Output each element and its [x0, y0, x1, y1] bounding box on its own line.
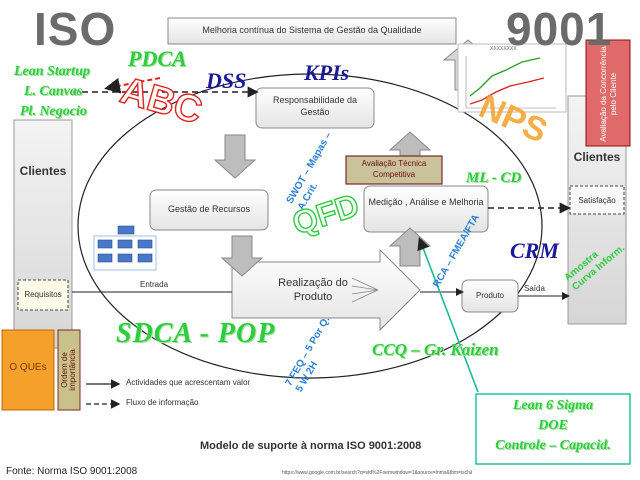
- o-ques-shape: [1, 329, 55, 411]
- iso-title-left: ISO: [34, 3, 117, 55]
- produto-label: Produto: [475, 291, 505, 300]
- lean6-line2: DOE: [538, 418, 568, 433]
- avaliacao-cliente-shape: [585, 39, 631, 147]
- source-footer: Fonte: Norma ISO 9001:2008: [6, 466, 138, 477]
- chart-thumbnail-title: XXXXXXXX: [490, 46, 517, 52]
- lean-startup-label: Lean Startup: [14, 64, 90, 79]
- lean6-shape: [475, 393, 631, 465]
- clientes-left-panel: [13, 119, 73, 349]
- lean6-line1: Lean 6 Sigma: [512, 398, 594, 413]
- sdca-label: SDCA - POP: [116, 318, 276, 349]
- saida-label: Saída: [524, 284, 545, 293]
- requisitos-label: Requisitos: [24, 290, 62, 299]
- clientes-right-label: Clientes: [573, 150, 621, 164]
- ml-cd-label: ML - CD: [466, 170, 522, 186]
- responsabilidade-shape: [255, 87, 375, 129]
- realizacao-arrow: [231, 248, 421, 332]
- improvement-box: Melhoria contínua do Sistema de Gestão d…: [202, 25, 422, 35]
- improvement-box-shape: [167, 17, 457, 45]
- satisfacao-label: Satisfação: [578, 196, 616, 205]
- chart-thumbnail: [457, 43, 567, 113]
- gestao-shape: [149, 189, 269, 231]
- ccq-label: CCQ – Gr. Kaizen: [372, 340, 499, 359]
- source-url: https://www.google.com.br/search?q=std%2…: [282, 470, 472, 476]
- org-chart-icon: [93, 225, 157, 271]
- pdca-label: PDCA: [128, 46, 187, 71]
- realizacao-label: Realização do Produto: [278, 277, 348, 303]
- iso-title-right: 9001: [506, 3, 613, 55]
- lean6-line3: Controle – Capacid.: [495, 438, 611, 453]
- process-loop: [77, 73, 543, 379]
- medicao-shape: [363, 185, 489, 233]
- clientes-left-label: Clientes: [19, 164, 67, 178]
- dss-label: DSS: [206, 68, 247, 93]
- ordem-shape: [57, 329, 81, 411]
- requisitos-box: [17, 279, 69, 311]
- gestao-label: Gestão de Recursos: [167, 204, 251, 214]
- legend-dashed-text: Fluxo de informação: [126, 398, 199, 407]
- avaliacao-tecnica-label: Avaliação Técnica Competitiva: [361, 159, 427, 179]
- medicao-label: Medição , Análise e Melhoria: [368, 197, 484, 207]
- crm-label: CRM: [510, 238, 559, 263]
- legend-solid-text: Actividades que acrescentam valor: [126, 378, 251, 387]
- satisfacao-box: [569, 185, 625, 215]
- ordem-label: Ordem de importância: [60, 349, 77, 391]
- entrada-label: Entrada: [140, 280, 169, 289]
- responsabilidade-label: Responsabilidade da Gestão: [272, 95, 358, 117]
- l-canvas-label: L. Canvas: [24, 84, 83, 99]
- kpis-label: KPIs: [304, 60, 350, 85]
- pl-negocio-label: Pl. Negocio: [20, 104, 87, 119]
- avaliacao-tecnica-shape: [345, 155, 443, 185]
- avaliacao-cliente-label: Avaliação da Concorrência pelo Cliente: [599, 46, 618, 142]
- o-ques-label: O QUEs: [9, 362, 47, 373]
- diagram-caption: Modelo de suporte à norma ISO 9001:2008: [200, 440, 422, 452]
